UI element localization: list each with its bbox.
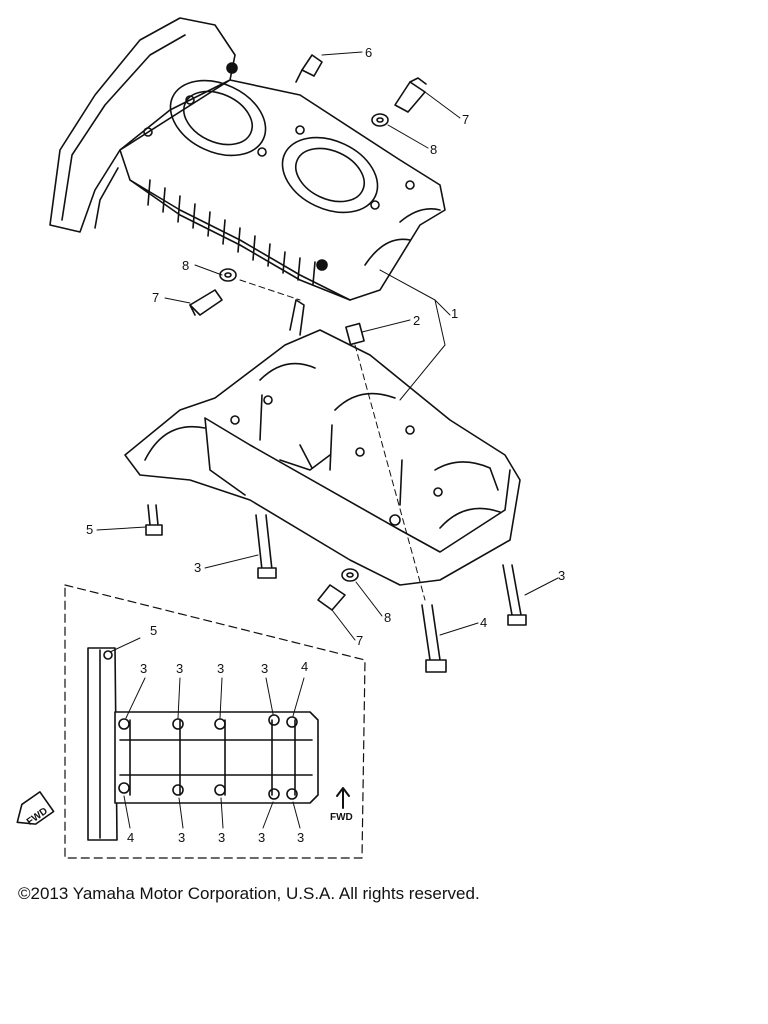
lower-crankcase [124, 299, 521, 586]
callout-8-lower: 8 [384, 610, 391, 625]
dowel-pin-2 [345, 322, 365, 346]
inset-callout-5: 5 [150, 623, 157, 638]
inset-callout-3b: 3 [176, 661, 183, 676]
callout-7-upper: 7 [462, 112, 469, 127]
bolt-4 [421, 604, 447, 673]
callout-7-left: 7 [152, 290, 159, 305]
callout-8-left: 8 [182, 258, 189, 273]
callout-5: 5 [86, 522, 93, 537]
bolt-7-upper [394, 77, 427, 113]
upper-crankcase [49, 17, 446, 301]
inset-callout-3c: 3 [217, 661, 224, 676]
bolt-3-right [502, 564, 527, 626]
crankcase-exploded-diagram: 6 7 8 8 7 2 1 5 3 3 4 8 7 5 3 3 3 3 4 4 … [16, 17, 565, 859]
inset-bottom-view [64, 584, 366, 859]
bolt-3-left [255, 514, 277, 579]
inset-fwd-label: FWD [330, 812, 353, 823]
inset-callout-4a: 4 [301, 659, 308, 674]
inset-callout-3f: 3 [218, 830, 225, 845]
leader-lines [96, 51, 559, 641]
callout-3-right: 3 [558, 568, 565, 583]
bolt-7-lower [317, 584, 346, 611]
inset-callout-3e: 3 [178, 830, 185, 845]
inset-callout-3h: 3 [297, 830, 304, 845]
inset-callout-3g: 3 [258, 830, 265, 845]
bolt-5 [145, 504, 163, 536]
inset-callout-3a: 3 [140, 661, 147, 676]
washer-8-lower [341, 568, 359, 582]
callout-3-left: 3 [194, 560, 201, 575]
bolt-7-left [189, 289, 223, 316]
inset-callout-4b: 4 [127, 830, 134, 845]
fwd-arrow-icon [16, 791, 55, 825]
bolt-6 [295, 54, 323, 83]
callout-6: 6 [365, 45, 372, 60]
copyright-notice: ©2013 Yamaha Motor Corporation, U.S.A. A… [18, 884, 480, 903]
washer-8-left [219, 268, 237, 282]
callout-4: 4 [480, 615, 487, 630]
callout-1: 1 [451, 306, 458, 321]
callout-8-upper: 8 [430, 142, 437, 157]
inset-callout-3d: 3 [261, 661, 268, 676]
callout-2: 2 [413, 313, 420, 328]
callout-7-lower: 7 [356, 633, 363, 648]
washer-8-upper [371, 113, 389, 127]
